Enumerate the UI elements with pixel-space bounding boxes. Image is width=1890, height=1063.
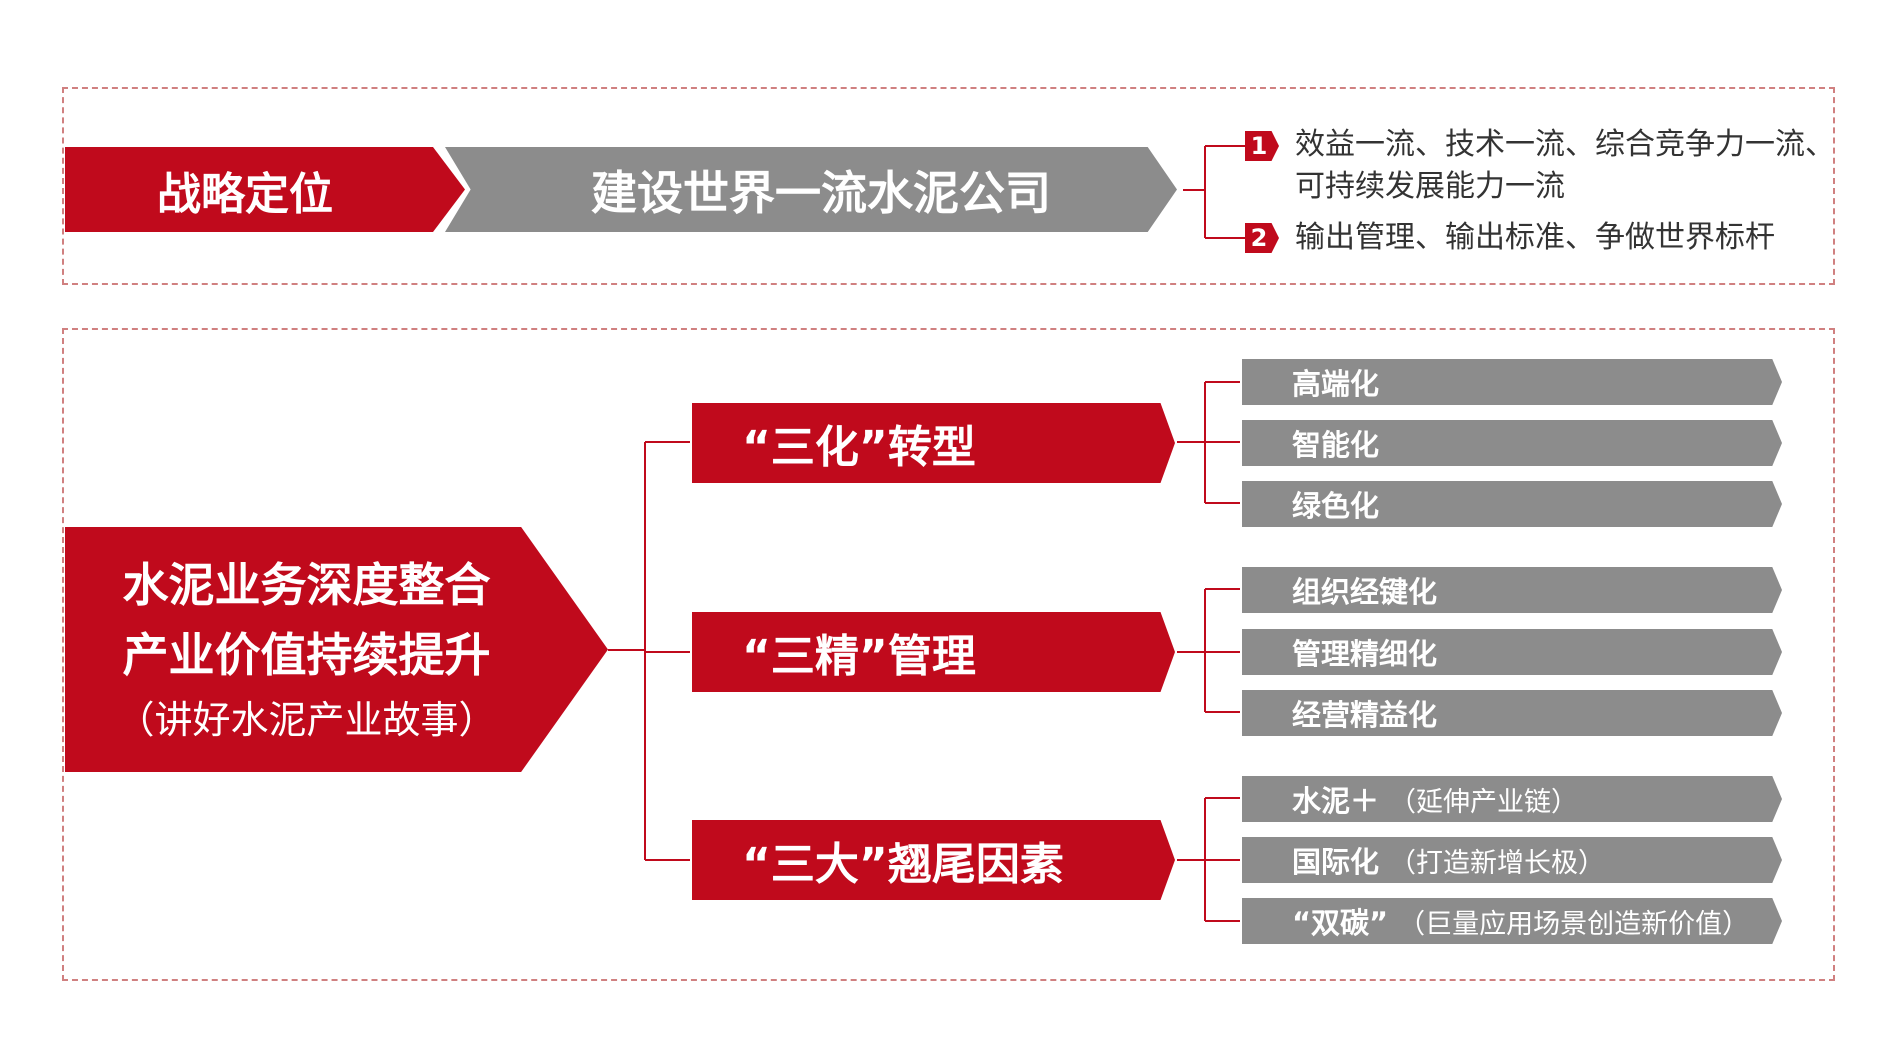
strategy-bracket xyxy=(1183,145,1248,239)
item-note: （巨量应用场景创造新价值） xyxy=(1398,908,1750,940)
main-theme: 水泥业务深度整合 产业价值持续提升 （讲好水泥产业故事） xyxy=(65,527,608,772)
item-label: 绿色化 xyxy=(1292,489,1380,523)
point-1-line2: 可持续发展能力一流 xyxy=(1295,169,1565,204)
item-label: 管理精细化 xyxy=(1292,637,1438,671)
item-label: 高端化 xyxy=(1292,367,1380,401)
item-cement-plus: 水泥＋ （延伸产业链） xyxy=(1242,776,1782,822)
pillar-three-transformations: “三化”转型 xyxy=(692,403,1175,483)
main-bracket xyxy=(608,441,690,861)
item-label: 水泥＋ xyxy=(1292,784,1380,818)
pillar-label: “三精”管理 xyxy=(742,631,976,682)
main-theme-line1: 水泥业务深度整合 xyxy=(122,557,491,612)
item-label: “双碳” xyxy=(1292,906,1389,940)
item-organization: 组织经键化 xyxy=(1242,567,1782,613)
item-dual-carbon: “双碳” （巨量应用场景创造新价值） xyxy=(1242,898,1782,944)
pillar-three-factors: “三大”翘尾因素 xyxy=(692,820,1175,900)
item-label: 经营精益化 xyxy=(1292,698,1438,732)
business-frame xyxy=(62,328,1835,981)
strategy-frame xyxy=(62,87,1835,285)
strategy-label-text: 战略定位 xyxy=(157,168,333,220)
point-2-text: 输出管理、输出标准、争做世界标杆 xyxy=(1295,217,1775,259)
item-label: 组织经键化 xyxy=(1292,575,1438,609)
item-note: （打造新增长极） xyxy=(1389,847,1606,879)
item-management-refine: 管理精细化 xyxy=(1242,629,1782,675)
strategy-label: 战略定位 xyxy=(65,147,465,232)
pillar-label: “三大”翘尾因素 xyxy=(742,839,1064,890)
item-international: 国际化 （打造新增长极） xyxy=(1242,837,1782,883)
item-note: （延伸产业链） xyxy=(1389,786,1579,818)
item-label: 智能化 xyxy=(1292,428,1380,462)
main-theme-line3: （讲好水泥产业故事） xyxy=(116,697,497,742)
point-2-line1: 输出管理、输出标准、争做世界标杆 xyxy=(1295,220,1775,255)
pillar1-bracket xyxy=(1177,381,1240,504)
item-operation-lean: 经营精益化 xyxy=(1242,690,1782,736)
point-1-text: 效益一流、技术一流、综合竞争力一流、 可持续发展能力一流 xyxy=(1295,124,1835,208)
pillar-three-precision: “三精”管理 xyxy=(692,612,1175,692)
point-1-number: 1 xyxy=(1250,132,1268,160)
item-high-end: 高端化 xyxy=(1242,359,1782,405)
strategy-goal-text: 建设世界一流水泥公司 xyxy=(591,165,1051,220)
point-1-badge: 1 xyxy=(1245,131,1279,161)
item-green: 绿色化 xyxy=(1242,481,1782,527)
point-2-badge: 2 xyxy=(1245,223,1279,253)
item-label: 国际化 xyxy=(1292,845,1380,879)
point-2-number: 2 xyxy=(1250,224,1268,252)
point-1-line1: 效益一流、技术一流、综合竞争力一流、 xyxy=(1295,127,1835,162)
strategy-goal: 建设世界一流水泥公司 xyxy=(445,147,1177,232)
pillar2-bracket xyxy=(1177,588,1240,713)
pillar3-bracket xyxy=(1177,797,1240,922)
item-intelligent: 智能化 xyxy=(1242,420,1782,466)
main-theme-line2: 产业价值持续提升 xyxy=(122,627,491,682)
pillar-label: “三化”转型 xyxy=(742,422,976,473)
